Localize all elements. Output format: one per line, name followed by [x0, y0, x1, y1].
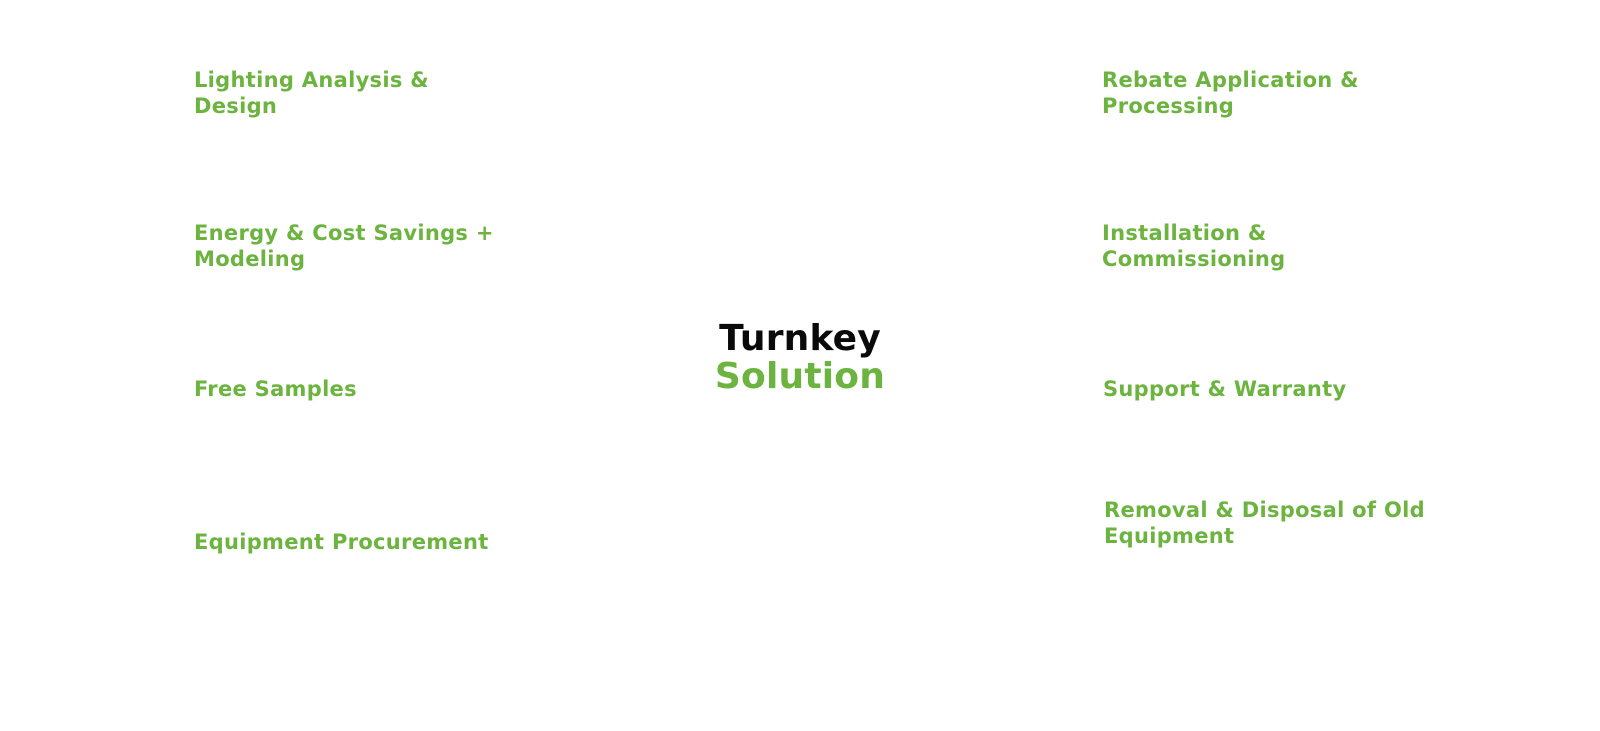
service-lighting-analysis-design: Lighting Analysis & Design	[194, 68, 429, 118]
service-installation-commissioning: Installation & Commissioning	[1102, 221, 1286, 271]
center-title-turnkey: Turnkey	[719, 318, 881, 359]
center-title-solution: Solution	[714, 356, 886, 397]
service-energy-cost-savings-modeling: Energy & Cost Savings + Modeling	[194, 221, 494, 271]
service-removal-disposal-old-equipment: Removal & Disposal of Old Equipment	[1104, 498, 1425, 548]
service-rebate-application-processing: Rebate Application & Processing	[1102, 68, 1359, 118]
center-title: Turnkey Solution	[700, 320, 900, 396]
service-equipment-procurement: Equipment Procurement	[194, 530, 489, 554]
service-free-samples: Free Samples	[194, 377, 357, 401]
service-support-warranty: Support & Warranty	[1103, 377, 1347, 401]
